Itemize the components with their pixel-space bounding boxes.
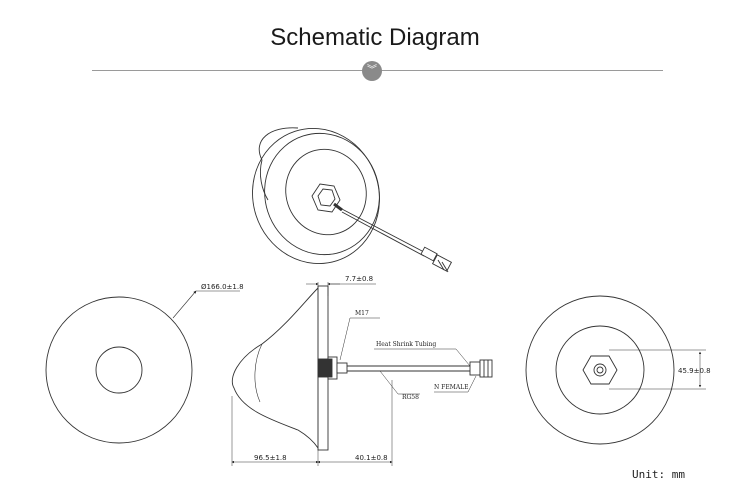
perspective-cable-top [339, 207, 425, 253]
side-cable-label: RG58 [402, 394, 419, 401]
back-connector-ring [593, 363, 607, 377]
side-thickness-label: 7.7±0.8 [345, 275, 373, 283]
side-connector-length-label: 40.1±0.8 [355, 454, 388, 462]
back-hex-nut [582, 355, 618, 385]
perspective-disk-rim [264, 132, 380, 256]
side-view [231, 282, 493, 466]
front-disk-outer [45, 296, 193, 444]
side-connector-label: N FEMALE [434, 384, 469, 391]
front-diameter-label: Ø166.0±1.8 [201, 283, 244, 291]
perspective-connector-body [420, 246, 438, 262]
perspective-view [252, 127, 453, 273]
side-thread-stub [336, 362, 348, 374]
perspective-dome-cap [258, 127, 299, 161]
perspective-disk-inner [285, 148, 367, 236]
back-hex-label: 45.9±0.8 [678, 367, 711, 375]
perspective-hex-nut [311, 183, 341, 213]
side-tubing-label: Heat Shrink Tubing [376, 341, 436, 348]
back-disk-outer [525, 295, 675, 445]
side-connector-nut [479, 359, 493, 378]
side-thread-label: M17 [355, 310, 369, 317]
page-title: Schematic Diagram [270, 24, 480, 51]
unit-label: Unit: mm [632, 468, 685, 481]
front-dome-circle [95, 346, 143, 394]
double-chevron-down-icon: ︾ [362, 61, 382, 81]
perspective-connector-nut [431, 254, 453, 272]
perspective-hex-nut-inner [317, 188, 336, 207]
back-mount-circle [555, 325, 645, 415]
side-washer [317, 358, 333, 378]
front-view [45, 290, 240, 444]
back-view [525, 295, 706, 445]
side-dome-profile [232, 287, 319, 449]
perspective-dome-side [259, 159, 269, 201]
back-connector-pin [596, 366, 604, 374]
perspective-cable-bottom [341, 211, 425, 257]
side-height-label: 96.5±1.8 [254, 454, 287, 462]
side-connector-body [469, 361, 481, 376]
